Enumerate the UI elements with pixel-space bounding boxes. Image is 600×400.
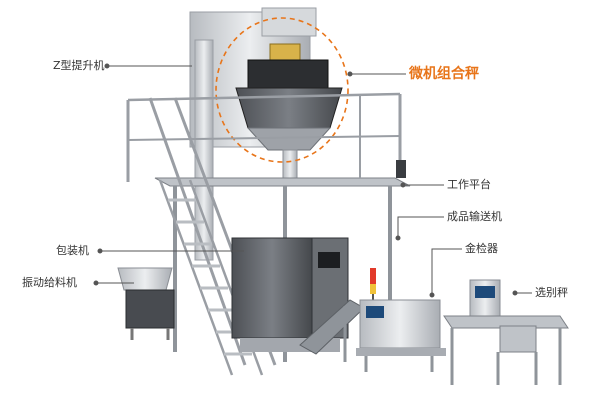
label-packaging-machine: 包装机 bbox=[56, 244, 89, 257]
label-output-conveyor: 成品输送机 bbox=[447, 210, 502, 223]
label-vibrating-feeder: 振动给料机 bbox=[22, 276, 77, 289]
label-z-elevator: Z型提升机 bbox=[53, 59, 105, 72]
metal-detector bbox=[356, 299, 446, 372]
label-metal-detector: 金检器 bbox=[465, 242, 498, 255]
label-check-weigher: 选别秤 bbox=[535, 286, 568, 299]
label-work-platform: 工作平台 bbox=[447, 178, 491, 191]
leader-lines bbox=[93, 63, 532, 298]
label-multihead-weigher: 微机组合秤 bbox=[409, 66, 479, 82]
output-conveyor bbox=[299, 268, 376, 362]
multihead-weigher bbox=[235, 43, 343, 181]
check-weigher bbox=[443, 279, 569, 385]
highlight-ring bbox=[215, 17, 349, 163]
vibrating-feeder bbox=[117, 267, 175, 340]
